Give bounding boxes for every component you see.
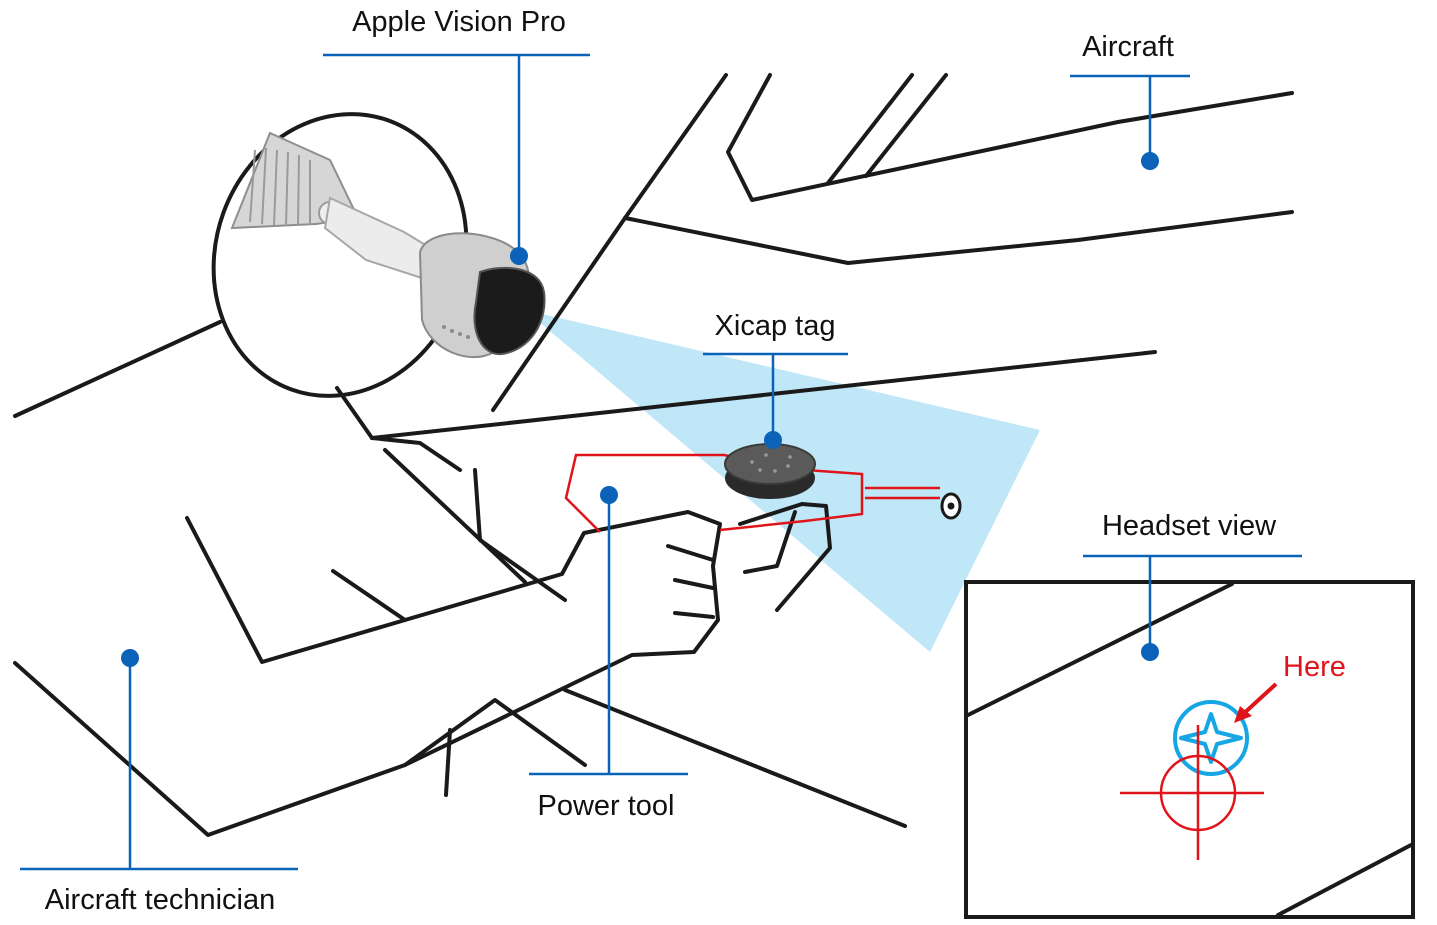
puck-sensor-icon — [724, 443, 816, 499]
callout-power-tool: Power tool — [529, 486, 688, 822]
callout-xicap-tag: Xicap tag — [703, 310, 848, 449]
here-arrow — [1234, 682, 1278, 723]
headset-label: Apple Vision Pro — [352, 6, 566, 38]
crosshair-icon — [1120, 725, 1264, 860]
power-tool-label: Power tool — [537, 790, 674, 822]
callout-aircraft: Aircraft — [1070, 31, 1190, 170]
technician-label: Aircraft technician — [45, 884, 276, 916]
screw-head-icon — [940, 492, 962, 520]
callout-technician: Aircraft technician — [20, 649, 298, 916]
vr-headset-icon — [230, 131, 546, 359]
aircraft-structure — [370, 73, 1294, 440]
headset-view-inset: Here — [964, 580, 1415, 919]
aircraft-label: Aircraft — [1082, 31, 1174, 63]
headset-view-label: Headset view — [1102, 510, 1277, 542]
callout-headset: Apple Vision Pro — [323, 6, 590, 265]
callout-headset-view: Headset view — [1083, 510, 1302, 661]
xicap-tag-label: Xicap tag — [715, 310, 836, 342]
technician-figure — [13, 112, 907, 837]
here-label: Here — [1283, 651, 1346, 683]
